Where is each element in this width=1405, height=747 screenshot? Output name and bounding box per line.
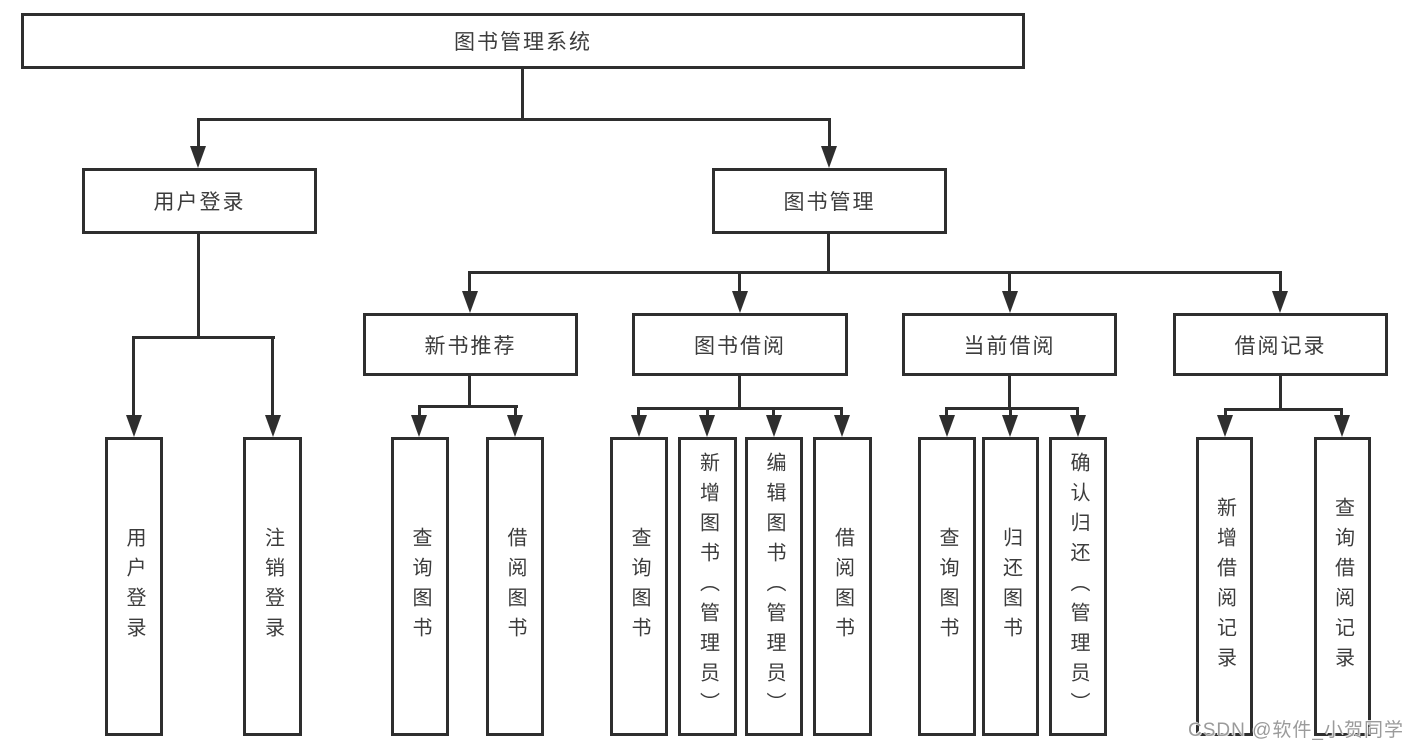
node-library-management-system: 图书管理系统 [21,13,1025,69]
node-user-login: 用户登录 [82,168,317,234]
arrowhead-down-icon [462,291,478,313]
connector-line [197,234,200,339]
connector-line [514,405,517,417]
connector-line [1076,407,1079,417]
connector-line [133,336,275,339]
arrowhead-down-icon [766,415,782,437]
node-book-borrowing: 图书借阅 [632,313,848,376]
node-borrowing-records: 借阅记录 [1173,313,1388,376]
arrowhead-down-icon [1070,415,1086,437]
leaf-add-books-admin: 新增图书（管理员） [678,437,737,736]
connector-line [1008,271,1011,293]
node-current-borrowing: 当前借阅 [902,313,1117,376]
connector-line [1009,407,1012,417]
connector-line [197,118,200,148]
arrowhead-down-icon [1217,415,1233,437]
connector-line [469,271,1282,274]
connector-line [828,118,831,148]
arrowhead-down-icon [939,415,955,437]
leaf-borrow-books-newbook: 借阅图书 [486,437,544,736]
leaf-add-borrow-record: 新增借阅记录 [1196,437,1253,736]
leaf-query-borrow-record: 查询借阅记录 [1314,437,1371,736]
leaf-logout: 注销登录 [243,437,302,736]
connector-line [197,118,831,121]
connector-line [738,271,741,293]
connector-line [468,376,471,408]
arrowhead-down-icon [265,415,281,437]
arrowhead-down-icon [834,415,850,437]
arrowhead-down-icon [1272,291,1288,313]
arrowhead-down-icon [1002,415,1018,437]
connector-line [521,68,524,118]
watermark: CSDN @软件_小贺同学 [1188,720,1404,741]
node-new-book-recommendation: 新书推荐 [363,313,578,376]
leaf-query-books-newbook: 查询图书 [391,437,449,736]
connector-line [1279,271,1282,293]
node-book-management: 图书管理 [712,168,947,234]
connector-line [1279,376,1282,411]
arrowhead-down-icon [631,415,647,437]
connector-line [271,336,274,418]
connector-line [638,407,843,410]
leaf-borrow-books-borrowing: 借阅图书 [813,437,872,736]
arrowhead-down-icon [1334,415,1350,437]
arrowhead-down-icon [411,415,427,437]
connector-line [1008,376,1011,410]
connector-line [706,407,709,417]
connector-line [840,407,843,417]
connector-line [1340,408,1343,417]
leaf-user-login: 用户登录 [105,437,163,736]
connector-line [945,407,1079,410]
arrowhead-down-icon [190,146,206,168]
leaf-edit-books-admin: 编辑图书（管理员） [745,437,803,736]
arrowhead-down-icon [507,415,523,437]
leaf-confirm-return-admin: 确认归还（管理员） [1049,437,1107,736]
connector-line [772,407,775,417]
connector-line [418,405,518,408]
connector-line [1224,408,1227,417]
connector-line [945,407,948,417]
leaf-query-books-borrowing: 查询图书 [610,437,668,736]
arrowhead-down-icon [821,146,837,168]
connector-line [827,234,830,274]
arrowhead-down-icon [1002,291,1018,313]
connector-line [418,405,421,417]
arrowhead-down-icon [732,291,748,313]
connector-line [468,271,471,293]
leaf-query-books-current: 查询图书 [918,437,976,736]
arrowhead-down-icon [126,415,142,437]
connector-line [132,336,135,418]
connector-line [738,376,741,410]
connector-line [637,407,640,417]
arrowhead-down-icon [699,415,715,437]
connector-line [1224,408,1343,411]
leaf-return-books: 归还图书 [982,437,1039,736]
